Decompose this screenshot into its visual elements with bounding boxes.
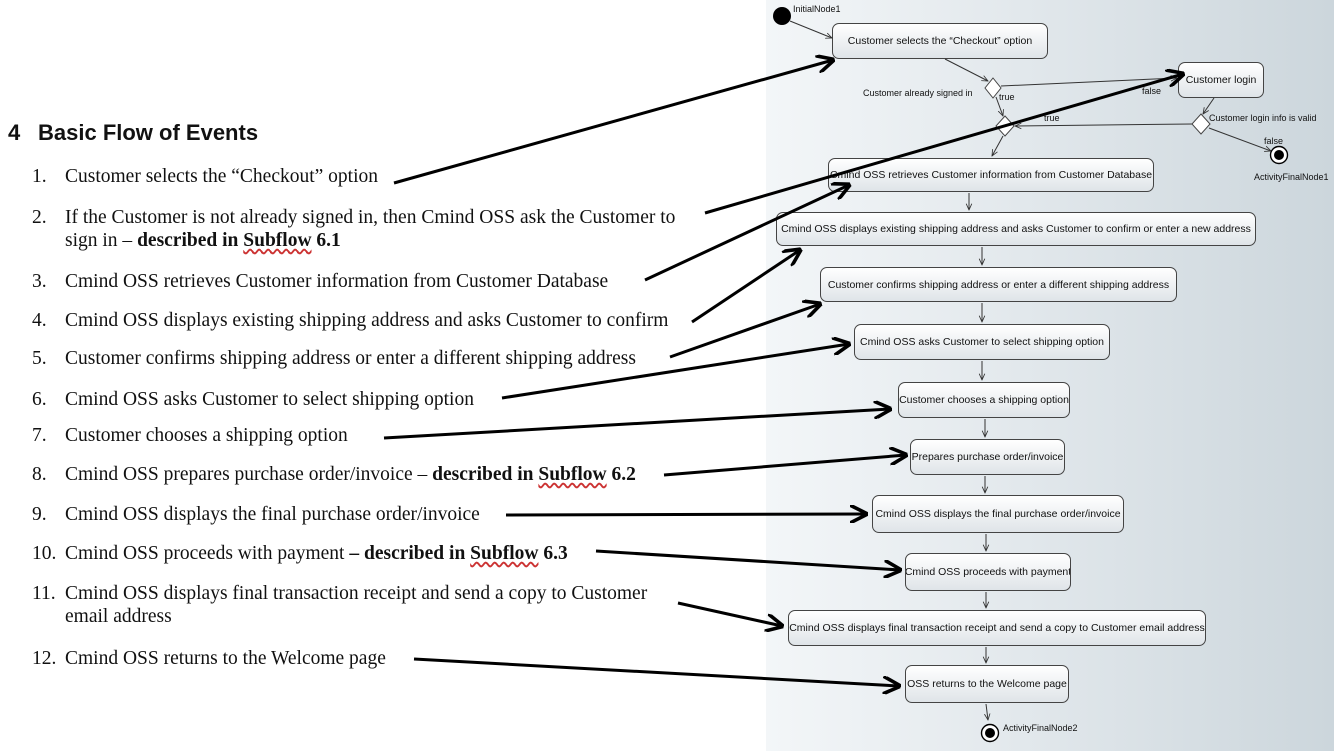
mapping-arrow-step-12 bbox=[413, 657, 899, 686]
list-item: 11. Cmind OSS displays final transaction … bbox=[32, 582, 732, 628]
control-flow bbox=[1208, 127, 1271, 151]
control-flow bbox=[1015, 124, 1193, 126]
step-text: Customer confirms shipping address or en… bbox=[65, 348, 636, 369]
step-number: 3. bbox=[32, 271, 47, 292]
step-bold: described in bbox=[137, 230, 244, 251]
step-text: Cmind OSS retrieves Customer information… bbox=[65, 271, 609, 292]
mapping-arrow-step-7 bbox=[383, 409, 890, 440]
control-flow bbox=[944, 58, 988, 81]
mapping-arrow-step-1 bbox=[393, 60, 833, 185]
activity-final-node-1-core bbox=[1274, 150, 1284, 160]
action-display-shipping-address[interactable]: Cmind OSS displays existing shipping add… bbox=[776, 212, 1256, 246]
step-number: 1. bbox=[32, 166, 47, 187]
step-bold: 6.1 bbox=[311, 230, 341, 251]
control-flow bbox=[995, 96, 1003, 116]
step-text: email address bbox=[65, 606, 172, 627]
final-node-1-label: ActivityFinalNode1 bbox=[1254, 172, 1329, 182]
decision-login-valid-icon bbox=[1191, 113, 1211, 135]
list-item: 12. Cmind OSS returns to the Welcome page bbox=[32, 647, 732, 670]
step-text: Cmind OSS prepares purchase order/invoic… bbox=[65, 464, 433, 485]
mapping-arrow-step-10 bbox=[595, 549, 900, 570]
control-flow bbox=[992, 135, 1004, 156]
action-customer-login[interactable]: Customer login bbox=[1178, 62, 1264, 98]
mapping-arrow-step-2 bbox=[704, 74, 1183, 215]
action-checkout[interactable]: Customer selects the “Checkout” option bbox=[832, 23, 1048, 59]
subflow-link[interactable]: Subflow bbox=[470, 543, 539, 564]
list-item: 7. Customer chooses a shipping option bbox=[32, 424, 732, 447]
mapping-arrow-step-9 bbox=[505, 514, 866, 515]
guard-false-label: false bbox=[1142, 86, 1162, 96]
list-item: 4. Cmind OSS displays existing shipping a… bbox=[32, 309, 732, 332]
step-text: If the Customer is not already signed in… bbox=[65, 207, 676, 228]
mapping-arrow-step-4 bbox=[691, 250, 800, 324]
step-number: 11. bbox=[32, 583, 56, 604]
mapping-arrow-step-3 bbox=[644, 185, 849, 282]
step-bold: described in bbox=[432, 464, 539, 485]
step-text: Cmind OSS asks Customer to select shippi… bbox=[65, 389, 474, 410]
step-number: 5. bbox=[32, 348, 47, 369]
section-heading: 4 Basic Flow of Events bbox=[8, 120, 258, 146]
action-retrieve-customer-info[interactable]: Cmind OSS retrieves Customer information… bbox=[828, 158, 1154, 192]
action-display-final-order[interactable]: Cmind OSS displays the final purchase or… bbox=[872, 495, 1124, 533]
step-text: Cmind OSS proceeds with payment bbox=[65, 543, 350, 564]
action-confirm-shipping-address[interactable]: Customer confirms shipping address or en… bbox=[820, 267, 1177, 302]
list-item: 9. Cmind OSS displays the final purchase … bbox=[32, 503, 732, 526]
control-flow bbox=[1000, 78, 1177, 87]
step-number: 2. bbox=[32, 207, 47, 228]
list-item: 10. Cmind OSS proceeds with payment – des… bbox=[32, 542, 732, 565]
step-text: Cmind OSS displays the final purchase or… bbox=[65, 504, 480, 525]
initial-node-icon bbox=[773, 7, 791, 25]
list-item: 2. If the Customer is not already signed … bbox=[32, 206, 732, 252]
list-item: 1. Customer selects the “Checkout” option bbox=[32, 165, 732, 188]
step-number: 6. bbox=[32, 389, 47, 410]
guard-false-label: false bbox=[1264, 136, 1284, 146]
section-number: 4 bbox=[8, 120, 21, 145]
activity-final-node-2-core bbox=[985, 728, 995, 738]
list-item: 6. Cmind OSS asks Customer to select ship… bbox=[32, 388, 732, 411]
step-number: 12. bbox=[32, 648, 57, 669]
decision-signed-in-icon bbox=[984, 77, 1002, 99]
control-flow bbox=[789, 20, 832, 38]
section-title: Basic Flow of Events bbox=[38, 120, 259, 145]
mapping-arrow-step-11 bbox=[677, 601, 782, 626]
decision-signed-in-label: Customer already signed in bbox=[863, 88, 973, 98]
initial-node-label: InitialNode1 bbox=[793, 4, 841, 14]
list-item: 5. Customer confirms shipping address or … bbox=[32, 347, 732, 370]
step-number: 10. bbox=[32, 543, 57, 564]
mapping-arrow-step-6 bbox=[501, 344, 849, 400]
mapping-arrow-step-5 bbox=[669, 304, 820, 359]
decision-login-valid-label: Customer login info is valid bbox=[1209, 113, 1317, 123]
subflow-link[interactable]: Subflow bbox=[538, 464, 607, 485]
step-bold: – described in bbox=[349, 543, 471, 564]
action-display-receipt[interactable]: Cmind OSS displays final transaction rec… bbox=[788, 610, 1206, 646]
guard-true-label: true bbox=[999, 92, 1015, 102]
step-text: Cmind OSS displays existing shipping add… bbox=[65, 310, 669, 331]
guard-true-label: true bbox=[1044, 113, 1060, 123]
action-choose-shipping-option[interactable]: Customer chooses a shipping option bbox=[898, 382, 1070, 418]
list-item: 3. Cmind OSS retrieves Customer informati… bbox=[32, 270, 732, 293]
control-flow bbox=[986, 703, 988, 720]
list-item: 8. Cmind OSS prepares purchase order/invo… bbox=[32, 463, 732, 486]
step-number: 4. bbox=[32, 310, 47, 331]
final-node-2-label: ActivityFinalNode2 bbox=[1003, 723, 1078, 733]
step-number: 8. bbox=[32, 464, 47, 485]
action-return-welcome[interactable]: OSS returns to the Welcome page bbox=[905, 665, 1069, 703]
step-text: Customer chooses a shipping option bbox=[65, 425, 348, 446]
step-bold: 6.3 bbox=[538, 543, 568, 564]
step-text: sign in – bbox=[65, 230, 138, 251]
step-text: Cmind OSS displays final transaction rec… bbox=[65, 583, 648, 604]
action-prepare-order[interactable]: Prepares purchase order/invoice bbox=[910, 439, 1065, 475]
step-number: 9. bbox=[32, 504, 47, 525]
action-proceed-payment[interactable]: Cmind OSS proceeds with payment bbox=[905, 553, 1071, 591]
step-bold: 6.2 bbox=[606, 464, 636, 485]
action-ask-shipping-option[interactable]: Cmind OSS asks Customer to select shippi… bbox=[854, 324, 1110, 360]
step-text: Cmind OSS returns to the Welcome page bbox=[65, 648, 386, 669]
step-text: Customer selects the “Checkout” option bbox=[65, 166, 379, 187]
step-number: 7. bbox=[32, 425, 47, 446]
mapping-arrow-step-8 bbox=[663, 455, 906, 477]
control-flow bbox=[1203, 97, 1215, 114]
subflow-link[interactable]: Subflow bbox=[243, 230, 312, 251]
